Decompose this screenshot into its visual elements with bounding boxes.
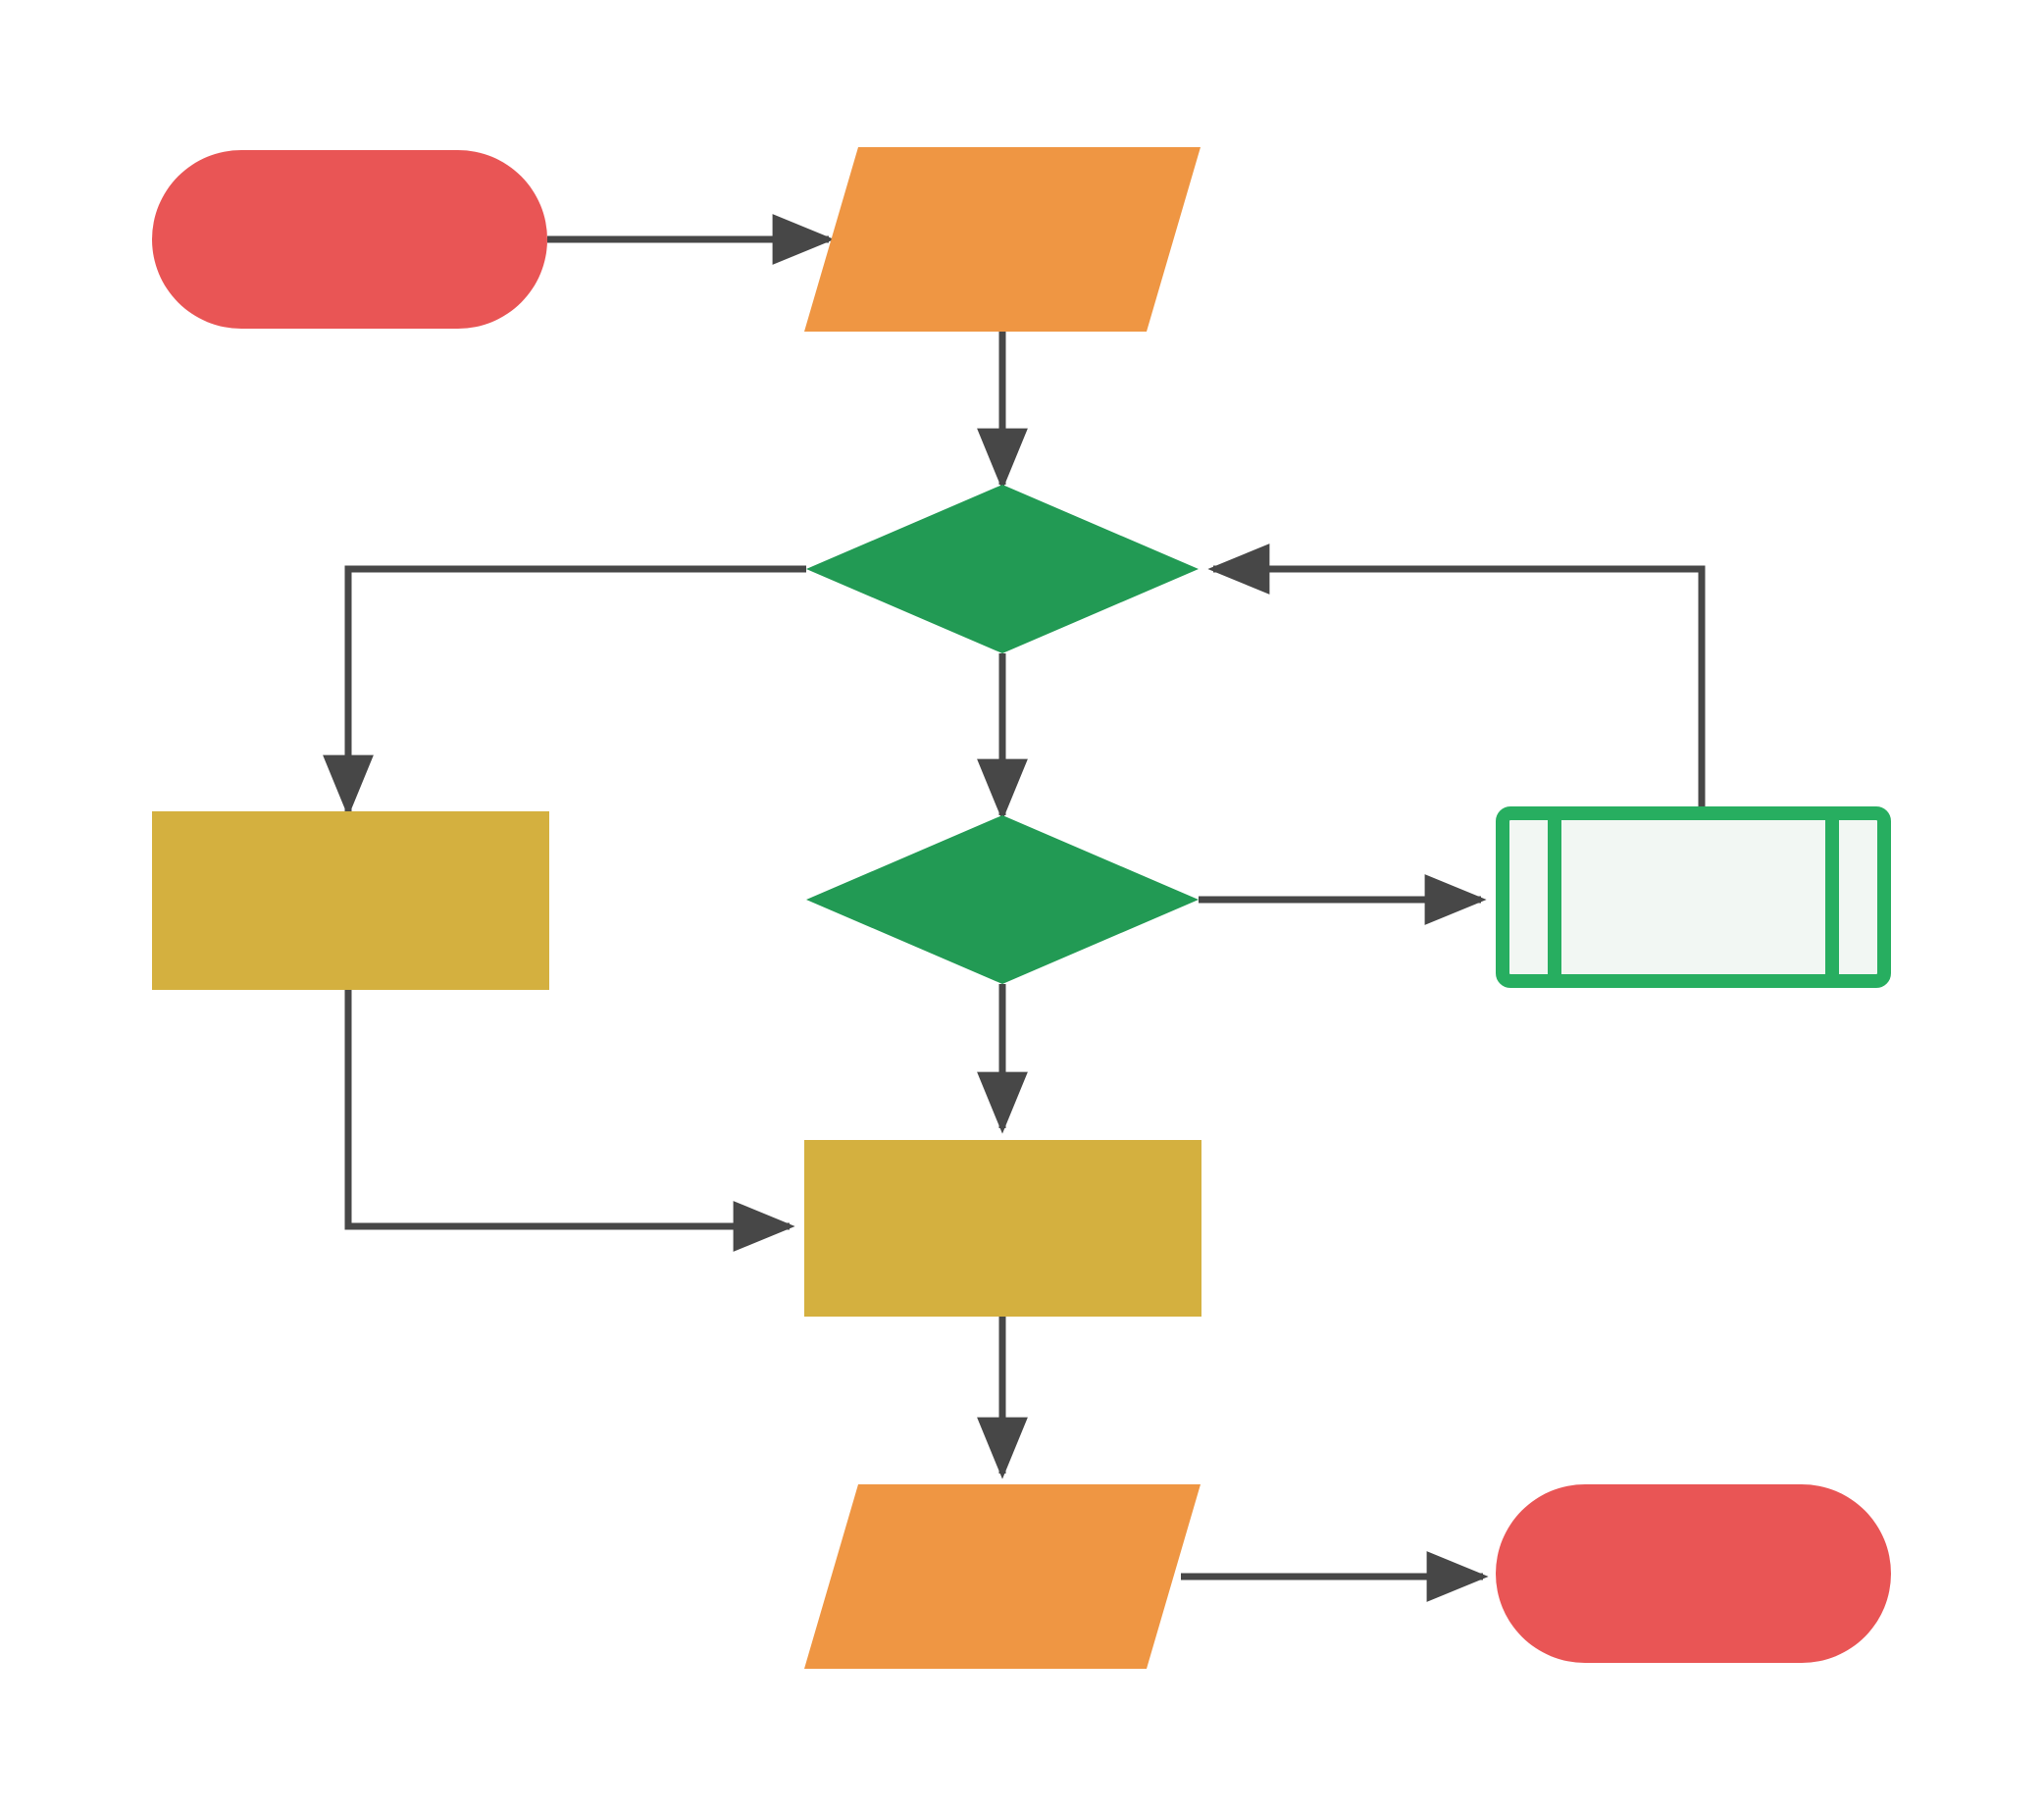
terminator-shape[interactable] — [1496, 1484, 1891, 1663]
node-process-left[interactable] — [152, 811, 549, 990]
node-output[interactable] — [804, 1484, 1201, 1669]
node-start[interactable] — [152, 150, 547, 329]
subroutine-outline[interactable] — [1496, 806, 1891, 988]
connector-layer — [323, 214, 1706, 1602]
node-layer — [152, 147, 1891, 1669]
io-parallelogram-shape[interactable] — [804, 1484, 1201, 1669]
process-shape[interactable] — [804, 1140, 1201, 1317]
node-decision-2[interactable] — [806, 815, 1199, 984]
connector-line — [344, 990, 795, 1252]
node-input[interactable] — [804, 147, 1201, 332]
connector-subroutine-to-decision-1 — [1207, 544, 1706, 806]
connector-process-left-to-process-center — [344, 990, 795, 1252]
node-process-center[interactable] — [804, 1140, 1201, 1317]
connector-line — [1207, 544, 1706, 806]
terminator-shape[interactable] — [152, 150, 547, 329]
connector-line — [323, 565, 806, 817]
decision-diamond-shape[interactable] — [806, 485, 1199, 653]
node-decision-1[interactable] — [806, 485, 1199, 653]
connector-decision-1-to-process-left — [323, 565, 806, 817]
node-end[interactable] — [1496, 1484, 1891, 1663]
io-parallelogram-shape[interactable] — [804, 147, 1201, 332]
process-shape[interactable] — [152, 811, 549, 990]
node-subroutine[interactable] — [1496, 806, 1891, 988]
decision-diamond-shape[interactable] — [806, 815, 1199, 984]
